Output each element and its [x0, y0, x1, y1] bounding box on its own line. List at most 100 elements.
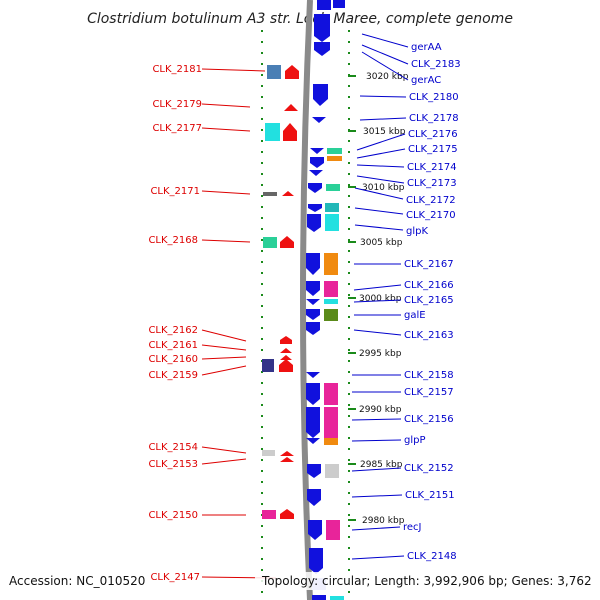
gene-clk-2172[interactable] [308, 204, 322, 212]
gene-clk-2163[interactable] [306, 322, 320, 335]
right-label[interactable]: CLK_2157 [404, 387, 454, 398]
gene-clk-2171[interactable] [282, 191, 294, 196]
gene-clk-2168-green[interactable] [263, 237, 277, 248]
gene-geraa[interactable] [314, 14, 330, 42]
left-label[interactable]: CLK_2168 [148, 235, 198, 246]
right-label[interactable]: CLK_2172 [406, 195, 456, 206]
left-label[interactable]: CLK_2150 [148, 510, 198, 521]
gene-clk-2154-grey[interactable] [262, 450, 275, 456]
right-label[interactable]: CLK_2167 [404, 259, 454, 270]
gene-clk-2150[interactable] [280, 509, 294, 519]
right-label[interactable]: CLK_2158 [404, 370, 454, 381]
right-label[interactable]: glpK [406, 226, 428, 237]
gene-clk-2156[interactable] [306, 407, 320, 438]
gene-glpk[interactable] [325, 214, 339, 231]
gene-clk-2173[interactable] [308, 183, 322, 193]
gene-clk-2173-green[interactable] [326, 184, 340, 191]
right-label[interactable]: CLK_2151 [405, 490, 455, 501]
left-label[interactable]: CLK_2159 [148, 370, 198, 381]
right-label[interactable]: CLK_2148 [407, 551, 457, 562]
left-label[interactable]: CLK_2154 [148, 442, 198, 453]
gene-clk-2168[interactable] [280, 236, 294, 248]
gene-bottom-blue[interactable] [312, 595, 326, 600]
gene-clk-2171-grey[interactable] [263, 192, 277, 196]
right-label[interactable]: galE [404, 310, 426, 321]
left-label[interactable]: CLK_2147 [150, 572, 200, 583]
right-label[interactable]: CLK_2156 [404, 414, 454, 425]
gene-gerac[interactable] [314, 42, 330, 56]
right-label[interactable]: CLK_2166 [404, 280, 454, 291]
right-label[interactable]: CLK_2180 [409, 92, 459, 103]
gene-clk-2172-teal[interactable] [325, 203, 339, 212]
gene-clk-2179[interactable] [284, 104, 298, 111]
gene-clk-2167-orange[interactable] [324, 253, 338, 275]
gene-clk-2174-orange[interactable] [327, 156, 342, 161]
right-label[interactable]: CLK_2163 [404, 330, 454, 341]
gene-clk-2170[interactable] [307, 214, 321, 232]
gene-clk-2165[interactable] [306, 299, 320, 305]
gene-clk-2175[interactable] [310, 157, 324, 168]
right-label[interactable]: gerAA [411, 42, 442, 53]
topology-text: Topology: circular; Length: 3,992,906 bp… [261, 574, 592, 588]
gene-clk-2176[interactable] [310, 148, 324, 154]
gene-clk-2162[interactable] [280, 336, 292, 344]
gene-glpp[interactable] [306, 438, 320, 444]
right-label[interactable]: CLK_2173 [407, 178, 457, 189]
gene-clk-2150-pink[interactable] [262, 510, 276, 519]
left-label[interactable]: CLK_2161 [148, 340, 198, 351]
right-label[interactable]: CLK_2165 [404, 295, 454, 306]
gene-clk-2177[interactable] [283, 123, 297, 141]
right-label[interactable]: CLK_2183 [411, 59, 461, 70]
gene-clk-2166[interactable] [306, 281, 320, 296]
gene-clk-2157-pink[interactable] [324, 383, 338, 405]
left-label[interactable]: CLK_2179 [152, 99, 202, 110]
gene-clk-2159-navy[interactable] [262, 359, 274, 372]
gene-gale-olive[interactable] [324, 309, 338, 321]
gene-clk-2156-pink[interactable] [324, 407, 338, 438]
right-label[interactable]: CLK_2152 [404, 463, 454, 474]
gene-clk-2180[interactable] [313, 84, 328, 106]
gene-clk-2153[interactable] [280, 457, 294, 462]
gene-top-a[interactable] [317, 0, 331, 10]
gene-top-b[interactable] [333, 0, 345, 8]
gene-glpp-orange[interactable] [324, 438, 338, 445]
left-label[interactable]: CLK_2162 [148, 325, 198, 336]
gene-clk-2167[interactable] [306, 253, 320, 275]
gene-clk-2166-pink[interactable] [324, 281, 338, 297]
genome-backbone [300, 0, 313, 600]
right-label[interactable]: CLK_2178 [409, 113, 459, 124]
gene-clk-2178[interactable] [312, 117, 326, 123]
gene-clk-2151[interactable] [307, 489, 321, 506]
gene-clk-2152[interactable] [307, 464, 321, 478]
gene-clk-2160[interactable] [280, 355, 292, 360]
right-label[interactable]: CLK_2176 [408, 129, 458, 140]
left-label[interactable]: CLK_2177 [152, 123, 202, 134]
gene-clk-2148[interactable] [309, 548, 323, 574]
right-label[interactable]: gerAC [411, 75, 441, 86]
gene-clk-2165-cyan[interactable] [324, 299, 338, 304]
gene-clk-2177-cyan[interactable] [265, 123, 280, 141]
right-label[interactable]: glpP [404, 435, 426, 446]
right-label[interactable]: recJ [403, 522, 422, 533]
left-label[interactable]: CLK_2171 [150, 186, 200, 197]
gene-clk-2181[interactable] [267, 65, 281, 79]
gene-recj-pink[interactable] [326, 520, 340, 540]
gene-clk-2158[interactable] [306, 372, 320, 378]
right-label[interactable]: CLK_2174 [407, 162, 457, 173]
gene-clk-2181-arrow[interactable] [285, 65, 299, 79]
gene-clk-2152-grey[interactable] [325, 464, 339, 478]
gene-clk-2157[interactable] [306, 383, 320, 405]
left-label[interactable]: CLK_2153 [148, 459, 198, 470]
gene-clk-2159[interactable] [279, 359, 293, 372]
gene-clk-2174[interactable] [309, 170, 323, 176]
left-label[interactable]: CLK_2181 [152, 64, 202, 75]
gene-recj[interactable] [308, 520, 322, 540]
left-label[interactable]: CLK_2160 [148, 354, 198, 365]
gene-bottom-cyan[interactable] [330, 596, 344, 600]
gene-gale[interactable] [306, 309, 320, 320]
gene-clk-2154[interactable] [280, 451, 294, 456]
right-label[interactable]: CLK_2175 [408, 144, 458, 155]
gene-clk-2175-green[interactable] [327, 148, 342, 154]
right-label[interactable]: CLK_2170 [406, 210, 456, 221]
gene-clk-2161[interactable] [280, 348, 292, 353]
